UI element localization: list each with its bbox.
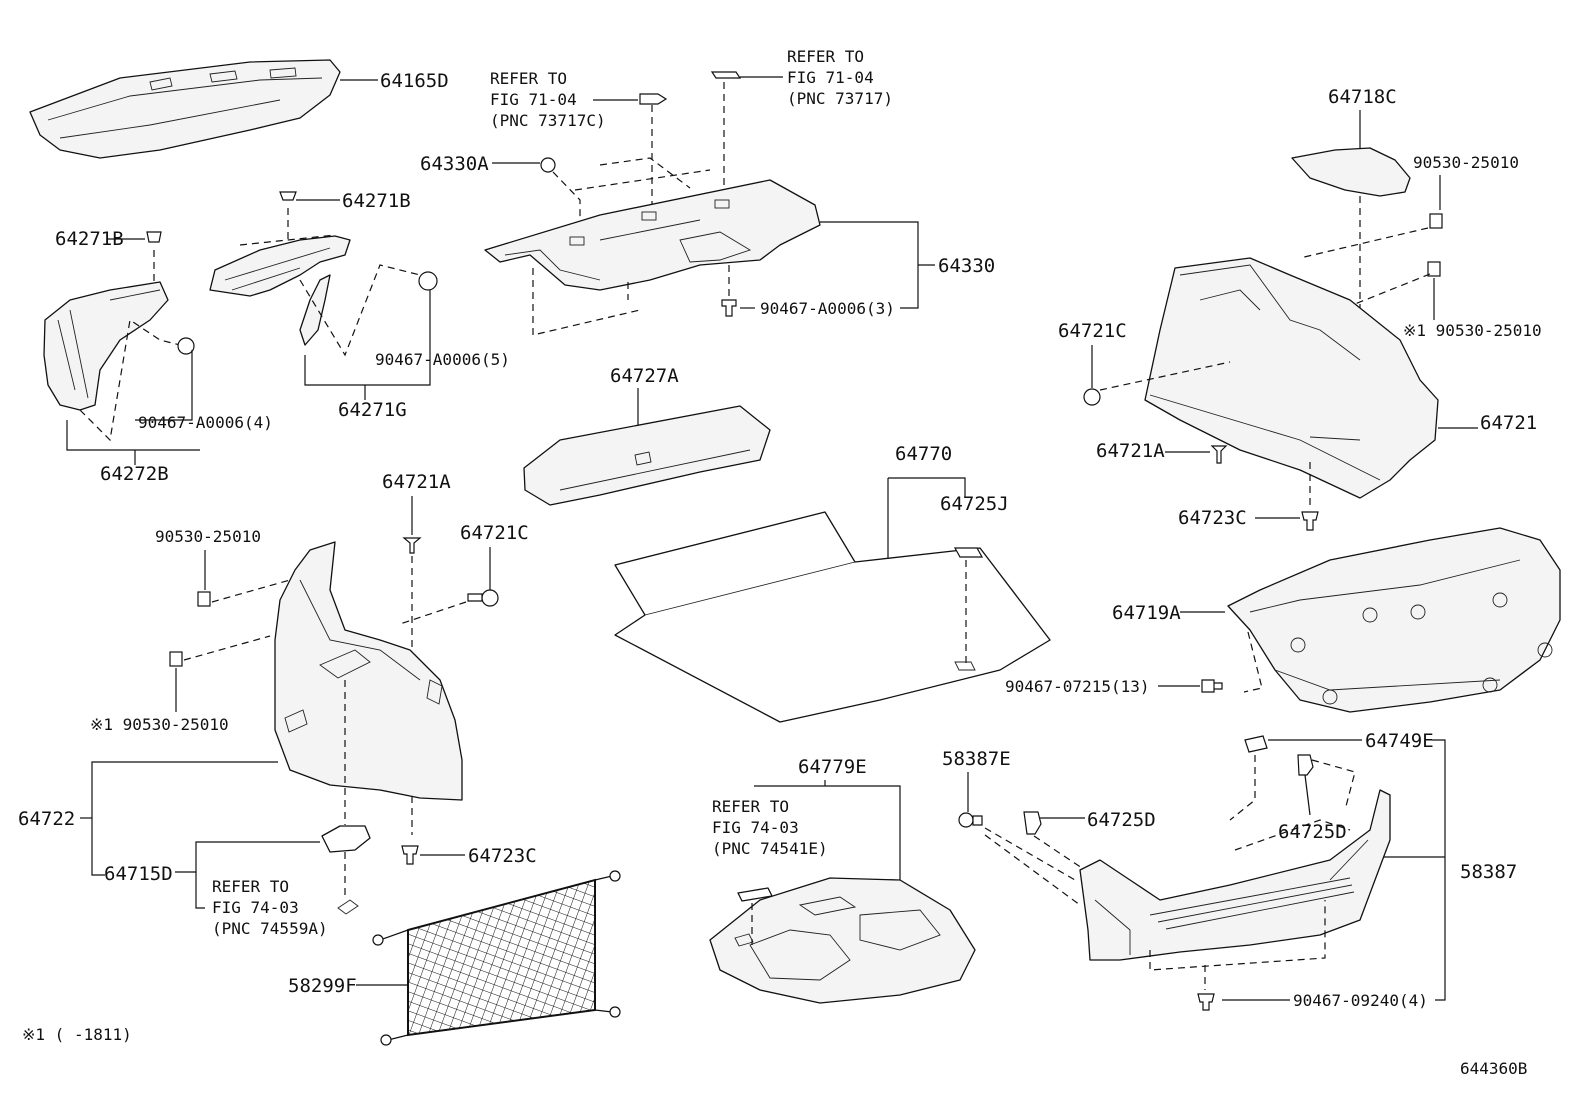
part-64721C-left (399, 547, 499, 625)
part-64721A-right (1165, 445, 1228, 464)
label-90467-A0006-4: 90467-A0006(4) (138, 413, 273, 432)
label-64271G: 64271G (338, 399, 407, 421)
diagram-id: 644360B (1460, 1059, 1527, 1078)
part-90530-clip-left (169, 550, 291, 712)
part-58387 (1079, 789, 1391, 990)
label-64722: 64722 (18, 808, 75, 830)
label-ref-fig-74-03-b-2: FIG 74-03 (712, 818, 799, 837)
svg-text:(PNC 73717): (PNC 73717) (787, 89, 893, 108)
label-90530-note-left: ※1 90530-25010 (90, 715, 229, 734)
label-90467-A0006-3: 90467-A0006(3) (760, 299, 895, 318)
label-ref-fig-74-03-a-3: (PNC 74559A) (212, 919, 328, 938)
part-64722 (80, 541, 463, 876)
label-64271B-left: 64271B (55, 228, 124, 250)
label-58387: 58387 (1460, 861, 1517, 883)
label-64721A-right: 64721A (1096, 440, 1165, 462)
svg-text:REFER TO: REFER TO (787, 47, 864, 66)
label-90467-A0006-5: 90467-A0006(5) (375, 350, 510, 369)
part-64727A (523, 388, 771, 506)
label-64725J: 64725J (940, 493, 1009, 515)
label-64725D-a: 64725D (1087, 809, 1156, 831)
part-64725D-b (1297, 754, 1356, 816)
part-64770 (614, 477, 1051, 723)
label-64718C: 64718C (1328, 86, 1397, 108)
part-58387E-clip (958, 772, 1081, 906)
label-64721A-left: 64721A (382, 471, 451, 493)
callout-fig-71-04-73717: REFER TO FIG 71-04 (PNC 73717) (710, 47, 893, 200)
part-64271B-clip-top (279, 191, 340, 240)
label-64749E: 64749E (1365, 730, 1434, 752)
label-64330: 64330 (938, 255, 995, 277)
part-64723C-right (1255, 460, 1319, 531)
label-64721: 64721 (1480, 412, 1537, 434)
part-90467-09240-clip (1197, 993, 1290, 1011)
label-58299F: 58299F (288, 975, 357, 997)
part-64721C-right (1083, 345, 1231, 406)
label-90467-07215-13: 90467-07215(13) (1005, 677, 1150, 696)
label-ref-fig-74-03-a-2: FIG 74-03 (212, 898, 299, 917)
label-64330A: 64330A (420, 153, 489, 175)
label-64272B: 64272B (100, 463, 169, 485)
label-90467-09240-4: 90467-09240(4) (1293, 991, 1428, 1010)
part-64330 (484, 157, 935, 336)
part-64272B (43, 231, 200, 465)
label-64719A: 64719A (1112, 602, 1181, 624)
part-90467-07215-clip (1158, 679, 1223, 693)
label-64271B-top: 64271B (342, 190, 411, 212)
label-58387E: 58387E (942, 748, 1011, 770)
svg-text:FIG 71-04: FIG 71-04 (787, 68, 874, 87)
svg-text:FIG 71-04: FIG 71-04 (490, 90, 577, 109)
label-90530-25010-top: 90530-25010 (1413, 153, 1519, 172)
label-64727A: 64727A (610, 365, 679, 387)
label-90530-25010-left: 90530-25010 (155, 527, 261, 546)
label-64770: 64770 (895, 443, 952, 465)
part-64715D (175, 825, 371, 915)
label-64165D: 64165D (380, 70, 449, 92)
label-64725D-b: 64725D (1278, 821, 1347, 843)
part-64725D-a (1023, 811, 1086, 871)
part-90467-A0006-3 (721, 265, 755, 317)
part-64749E (1229, 735, 1446, 1001)
footnote: ※1 ( -1811) (22, 1025, 132, 1044)
part-64721 (1144, 257, 1478, 499)
part-90530-clip-top (1299, 175, 1443, 259)
svg-text:(PNC 73717C): (PNC 73717C) (490, 111, 606, 130)
part-64271G (209, 234, 438, 400)
label-64721C-left: 64721C (460, 522, 529, 544)
label-ref-fig-74-03-b-3: (PNC 74541E) (712, 839, 828, 858)
label-64721C-right: 64721C (1058, 320, 1127, 342)
svg-text:REFER TO: REFER TO (490, 69, 567, 88)
part-64779E (709, 780, 976, 1004)
label-64779E: 64779E (798, 756, 867, 778)
callout-fig-71-04-73717C: REFER TO FIG 71-04 (PNC 73717C) (490, 69, 668, 210)
part-64723C-left (401, 845, 465, 865)
label-64723C-right: 64723C (1178, 507, 1247, 529)
part-58299F (356, 870, 621, 1046)
label-ref-fig-74-03-b-1: REFER TO (712, 797, 789, 816)
label-90530-note-right: ※1 90530-25010 (1403, 321, 1542, 340)
part-64330A-clip (492, 157, 581, 235)
part-64719A (1180, 527, 1561, 713)
label-64723C-left: 64723C (468, 845, 537, 867)
part-64165D (29, 59, 378, 159)
label-64715D: 64715D (104, 863, 173, 885)
label-ref-fig-74-03-a-1: REFER TO (212, 877, 289, 896)
